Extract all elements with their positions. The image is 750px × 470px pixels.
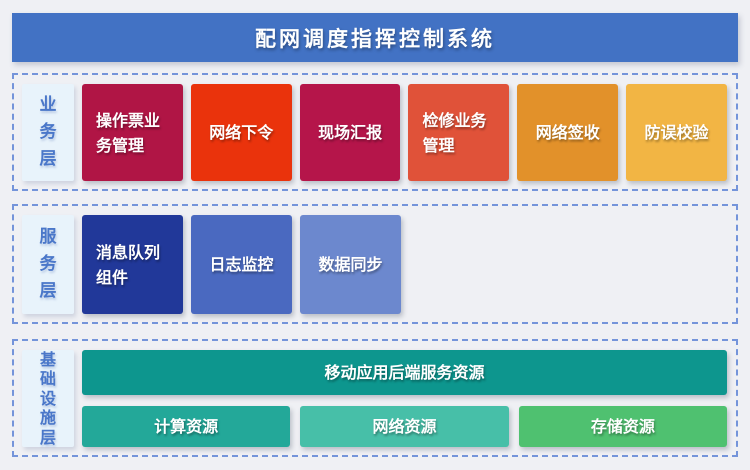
tile-storage-resource: 存储资源 (518, 406, 727, 447)
tile-log-monitor: 日志监控 (191, 215, 292, 314)
tile-maintenance-mgmt: 检修业务管理 (408, 84, 510, 181)
tile-data-sync-label: 数据同步 (318, 255, 383, 274)
tile-maintenance-mgmt-label: 检修业务管理 (422, 110, 487, 155)
tile-network-sign-off: 网络签收 (517, 84, 619, 181)
tile-mobile-backend-resources-label: 移动应用后端服务资源 (324, 363, 485, 382)
tile-network-order: 网络下令 (190, 84, 292, 181)
tile-mobile-backend-resources: 移动应用后端服务资源 (82, 350, 727, 395)
tile-error-prevention-check: 防误校验 (626, 84, 727, 181)
tile-operation-ticket-mgmt: 操作票业务管理 (82, 84, 183, 181)
layer-label-infrastructure: 基础设施层 (22, 350, 74, 447)
page-title: 配网调度指挥控制系统 (255, 26, 495, 51)
layer-label-infrastructure-text: 基础设施层 (39, 349, 56, 447)
tile-network-order-label: 网络下令 (209, 123, 274, 142)
tile-compute-resource: 计算资源 (82, 406, 291, 447)
section-business-layer: 业务层 操作票业务管理 网络下令 现场汇报 检修业务管理 网络签收 防误校验 (12, 73, 738, 191)
service-tiles: 消息队列组件 日志监控 数据同步 (82, 215, 727, 314)
business-tiles: 操作票业务管理 网络下令 现场汇报 检修业务管理 网络签收 防误校验 (82, 84, 727, 181)
tile-message-queue: 消息队列组件 (82, 215, 183, 314)
layer-label-business: 业务层 (22, 84, 74, 181)
tile-site-report: 现场汇报 (299, 84, 401, 181)
tile-data-sync: 数据同步 (300, 215, 401, 314)
tile-message-queue-label: 消息队列组件 (96, 242, 161, 287)
layer-label-service: 服务层 (22, 215, 74, 314)
layer-label-service-text: 服务层 (39, 227, 57, 301)
tile-storage-resource-label: 存储资源 (590, 417, 655, 436)
infrastructure-tiles: 移动应用后端服务资源 计算资源 网络资源 存储资源 (82, 350, 727, 447)
tile-network-sign-off-label: 网络签收 (535, 123, 600, 142)
title-bar: 配网调度指挥控制系统 (12, 13, 738, 62)
tile-operation-ticket-mgmt-label: 操作票业务管理 (96, 110, 161, 155)
tile-compute-resource-label: 计算资源 (154, 417, 219, 436)
section-service-layer: 服务层 消息队列组件 日志监控 数据同步 (12, 204, 738, 324)
infrastructure-resource-row: 计算资源 网络资源 存储资源 (82, 406, 727, 447)
section-infrastructure-layer: 基础设施层 移动应用后端服务资源 计算资源 网络资源 存储资源 (12, 339, 738, 457)
tile-network-resource: 网络资源 (300, 406, 509, 447)
layer-label-business-text: 业务层 (39, 95, 57, 169)
tile-error-prevention-check-label: 防误校验 (644, 123, 709, 142)
tile-site-report-label: 现场汇报 (318, 123, 383, 142)
tile-log-monitor-label: 日志监控 (209, 255, 274, 274)
tile-network-resource-label: 网络资源 (372, 417, 437, 436)
